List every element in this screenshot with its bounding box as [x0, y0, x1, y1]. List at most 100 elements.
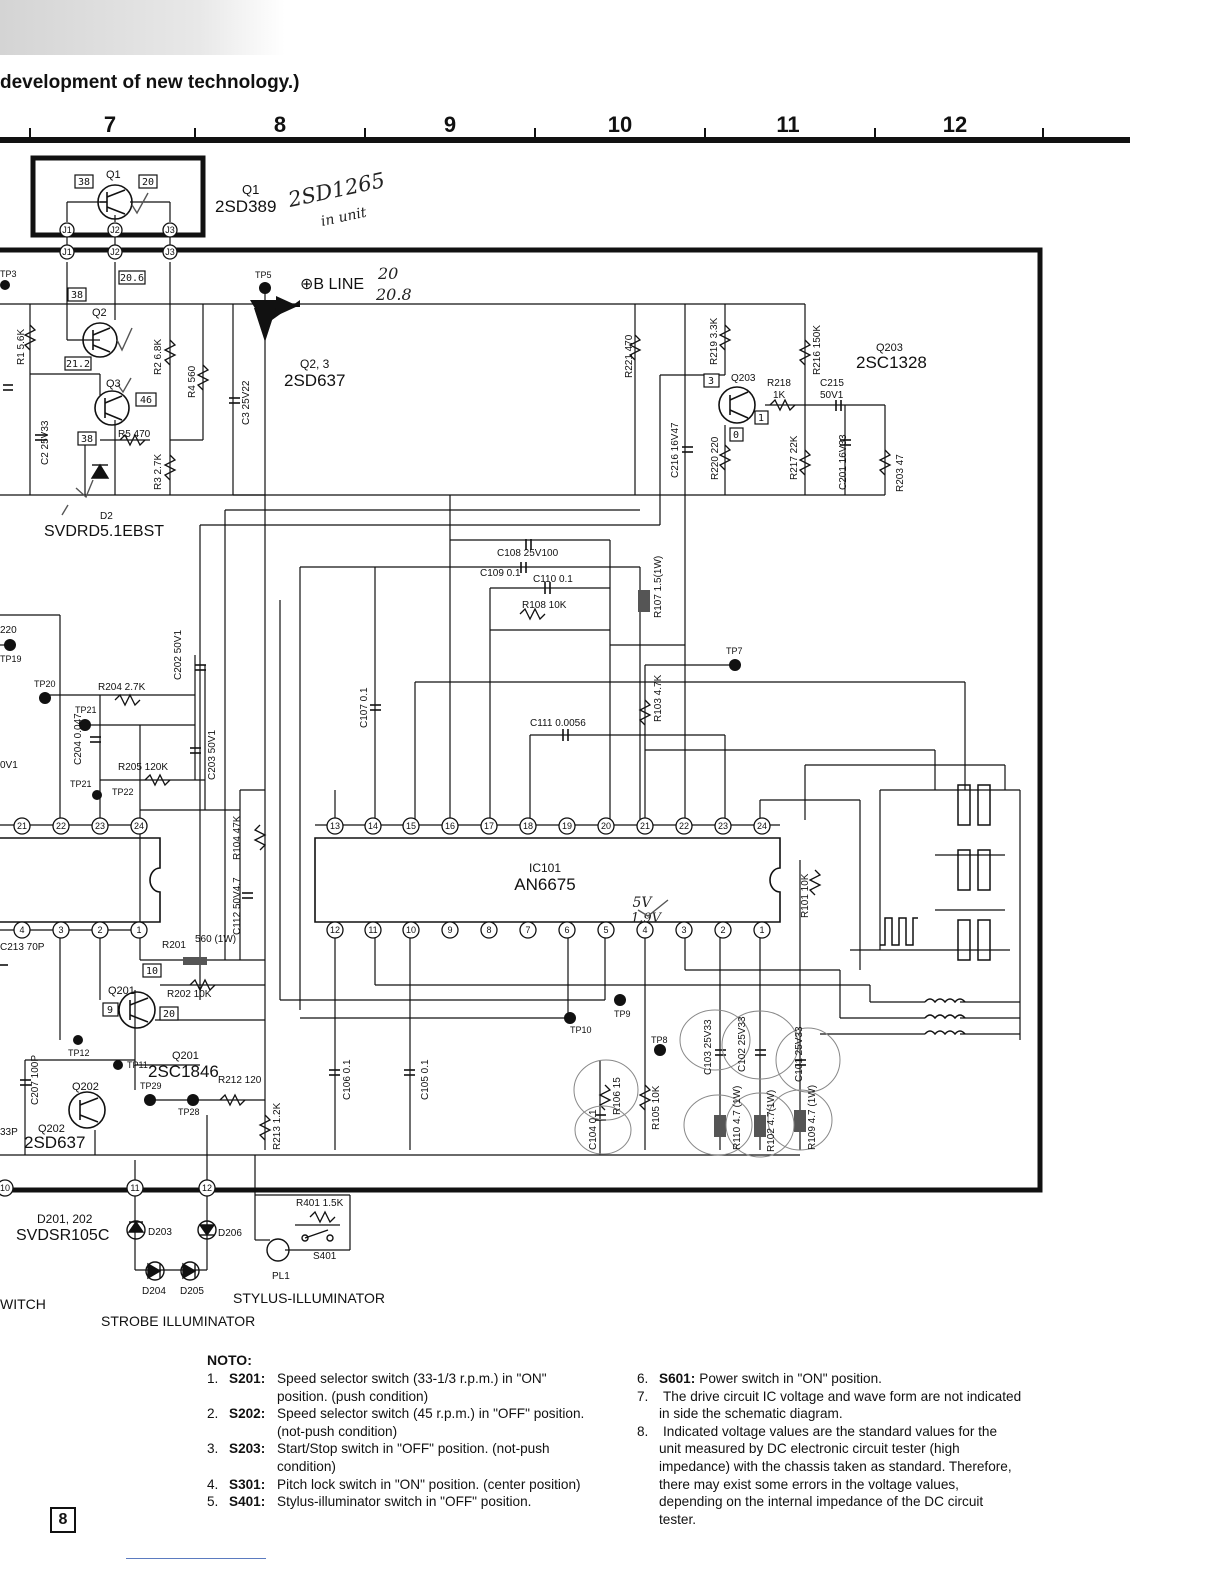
bottom-labels: D201, 202 SVDSR105C WITCH STROBE ILLUMIN…: [0, 1212, 385, 1329]
note-text: Speed selector switch (33-1/3 r.p.m.) in…: [277, 1371, 547, 1404]
note-item: 8.Indicated voltage values are the stand…: [637, 1423, 1012, 1527]
b-line-arrow: [250, 296, 300, 342]
label-r217: R217 22K: [789, 435, 800, 480]
ic101-id: IC101: [529, 861, 561, 875]
ic-pin-number: 2: [720, 925, 725, 935]
label-r105: R105 10K: [651, 1085, 662, 1130]
ic-pin-number: 9: [447, 925, 452, 935]
transistor-symbols: [68, 184, 756, 1129]
label-s401: S401: [313, 1251, 337, 1262]
connector-label: J3: [165, 225, 175, 235]
voltage-value: 10: [146, 966, 158, 977]
b-line-label: ⊕B LINE: [300, 276, 364, 293]
page-header: development of new technology.): [0, 72, 300, 93]
ic-pin-number: 7: [525, 925, 530, 935]
label-switch: WITCH: [0, 1296, 46, 1312]
ic-pin-number: 4: [642, 925, 647, 935]
ic-pin-number: 11: [368, 925, 377, 935]
ic-pin-number: 14: [368, 821, 378, 831]
label-q1: Q1: [106, 169, 121, 181]
label-r205: R205 120K: [118, 762, 168, 773]
component-labels: Q1 Q1 2SD389 2SD1265 in unit ⊕B LINE 20 …: [0, 168, 927, 1297]
label-0v1: 0V1: [0, 760, 18, 771]
label-q202-ref: Q202: [38, 1123, 65, 1135]
voltage-values: 38 20 20.6 38 21.2 46 38 3 1 0 10 9 20: [66, 177, 764, 1020]
label-c103: C103 25V33: [703, 1019, 714, 1075]
test-point-label: TP8: [651, 1035, 668, 1045]
label-q203-part: 2SC1328: [856, 353, 927, 372]
connector-label: J1: [62, 247, 72, 257]
capacitor-symbols: [0, 384, 851, 1121]
label-q2: Q2: [92, 307, 107, 319]
test-point-labels: TP3 TP5 TP7 TP8 TP9 TP10 TP11 TP12 TP19 …: [0, 269, 743, 1117]
voltage-value: 20: [142, 177, 154, 188]
connector-label: 10: [0, 1183, 10, 1193]
note-item: 6.S601:Power switch in "ON" position.: [637, 1371, 882, 1386]
label-c202: C202 50V1: [173, 630, 184, 680]
voltage-value: 9: [107, 1005, 113, 1016]
test-point-label: TP9: [614, 1009, 631, 1019]
ic-pin-number: 1: [759, 925, 764, 935]
voltage-value: 20: [163, 1009, 175, 1020]
label-c106: C106 0.1: [342, 1059, 353, 1100]
label-d2-part: SVDRD5.1EBST: [44, 523, 164, 540]
board-outlines: [0, 155, 1043, 1193]
test-point-label: TP12: [68, 1048, 90, 1058]
ic-pin-number: 23: [718, 821, 728, 831]
ic-pin-number: 16: [445, 821, 455, 831]
label-q203-small: Q203: [731, 373, 756, 384]
label-d203: D203: [148, 1227, 172, 1238]
q201-symbol: [118, 991, 156, 1029]
label-q1-part: 2SD389: [215, 197, 276, 216]
grid-numbers: 7 8 9 10 11 12: [104, 112, 967, 137]
resistor-symbols: [23, 324, 892, 1224]
label-c203: C203 50V1: [207, 730, 218, 780]
test-point-label: TP3: [0, 269, 17, 279]
label-d201: D201, 202: [37, 1212, 93, 1226]
label-r3: R3 2.7K: [153, 454, 164, 490]
ic-pin-number: 19: [562, 821, 572, 831]
handwritten-bline-a: 20: [377, 264, 398, 283]
label-c102: C102 25V33: [737, 1016, 748, 1072]
connector-label: J1: [62, 225, 72, 235]
ic-pin-number: 18: [523, 821, 533, 831]
label-r204: R204 2.7K: [98, 682, 146, 693]
label-d2: D2: [100, 511, 113, 522]
scan-shading: [0, 0, 285, 55]
ic-pin-number: 10: [406, 925, 416, 935]
note-text: Start/Stop switch in "OFF" position. (no…: [277, 1441, 550, 1474]
voltage-value: 21.2: [66, 359, 90, 370]
ic101-pins: [0, 222, 771, 1197]
voltage-value: 1: [758, 413, 764, 424]
label-q202-part: 2SD637: [24, 1133, 85, 1152]
ic-pin-number: 24: [757, 821, 767, 831]
label-c215-value: 50V1: [820, 390, 844, 401]
grid-number: 12: [943, 112, 967, 137]
label-d204: D204: [142, 1286, 166, 1297]
label-c108: C108 25V100: [497, 548, 559, 559]
power-resistors: [183, 590, 806, 1137]
label-c110: C110 0.1: [533, 574, 573, 585]
handwritten-ic-voltage-a: 5V: [632, 895, 653, 911]
label-q203: Q203: [876, 342, 903, 354]
note-text: Pitch lock switch in "ON" position. (cen…: [277, 1476, 581, 1492]
label-r109: R109 4.7 (1W): [807, 1085, 818, 1150]
label-stylus: STYLUS-ILLUMINATOR: [233, 1290, 385, 1306]
label-r103: R103 4.7K: [653, 674, 664, 722]
grid-number: 8: [274, 112, 286, 137]
label-r213: R213 1.2K: [272, 1102, 283, 1150]
grid-ruler: [0, 128, 1130, 143]
label-r101: R101 10K: [800, 873, 811, 918]
page-bar: [126, 1558, 266, 1559]
connector-label: J2: [110, 247, 120, 257]
notes-right: 6.S601:Power switch in "ON" position. 7.…: [637, 1370, 1022, 1528]
voltage-value: 0: [733, 430, 739, 441]
test-point-label: TP21: [70, 779, 92, 789]
ic-pin-number: 8: [486, 925, 491, 935]
label-c3: C3 25V22: [241, 380, 252, 425]
handwritten-bline-b: 20.8: [375, 285, 412, 304]
ic-pin-number: 20: [601, 821, 611, 831]
notes-title: NOTO:: [207, 1352, 252, 1368]
ic-pin-number: 23: [95, 821, 105, 831]
